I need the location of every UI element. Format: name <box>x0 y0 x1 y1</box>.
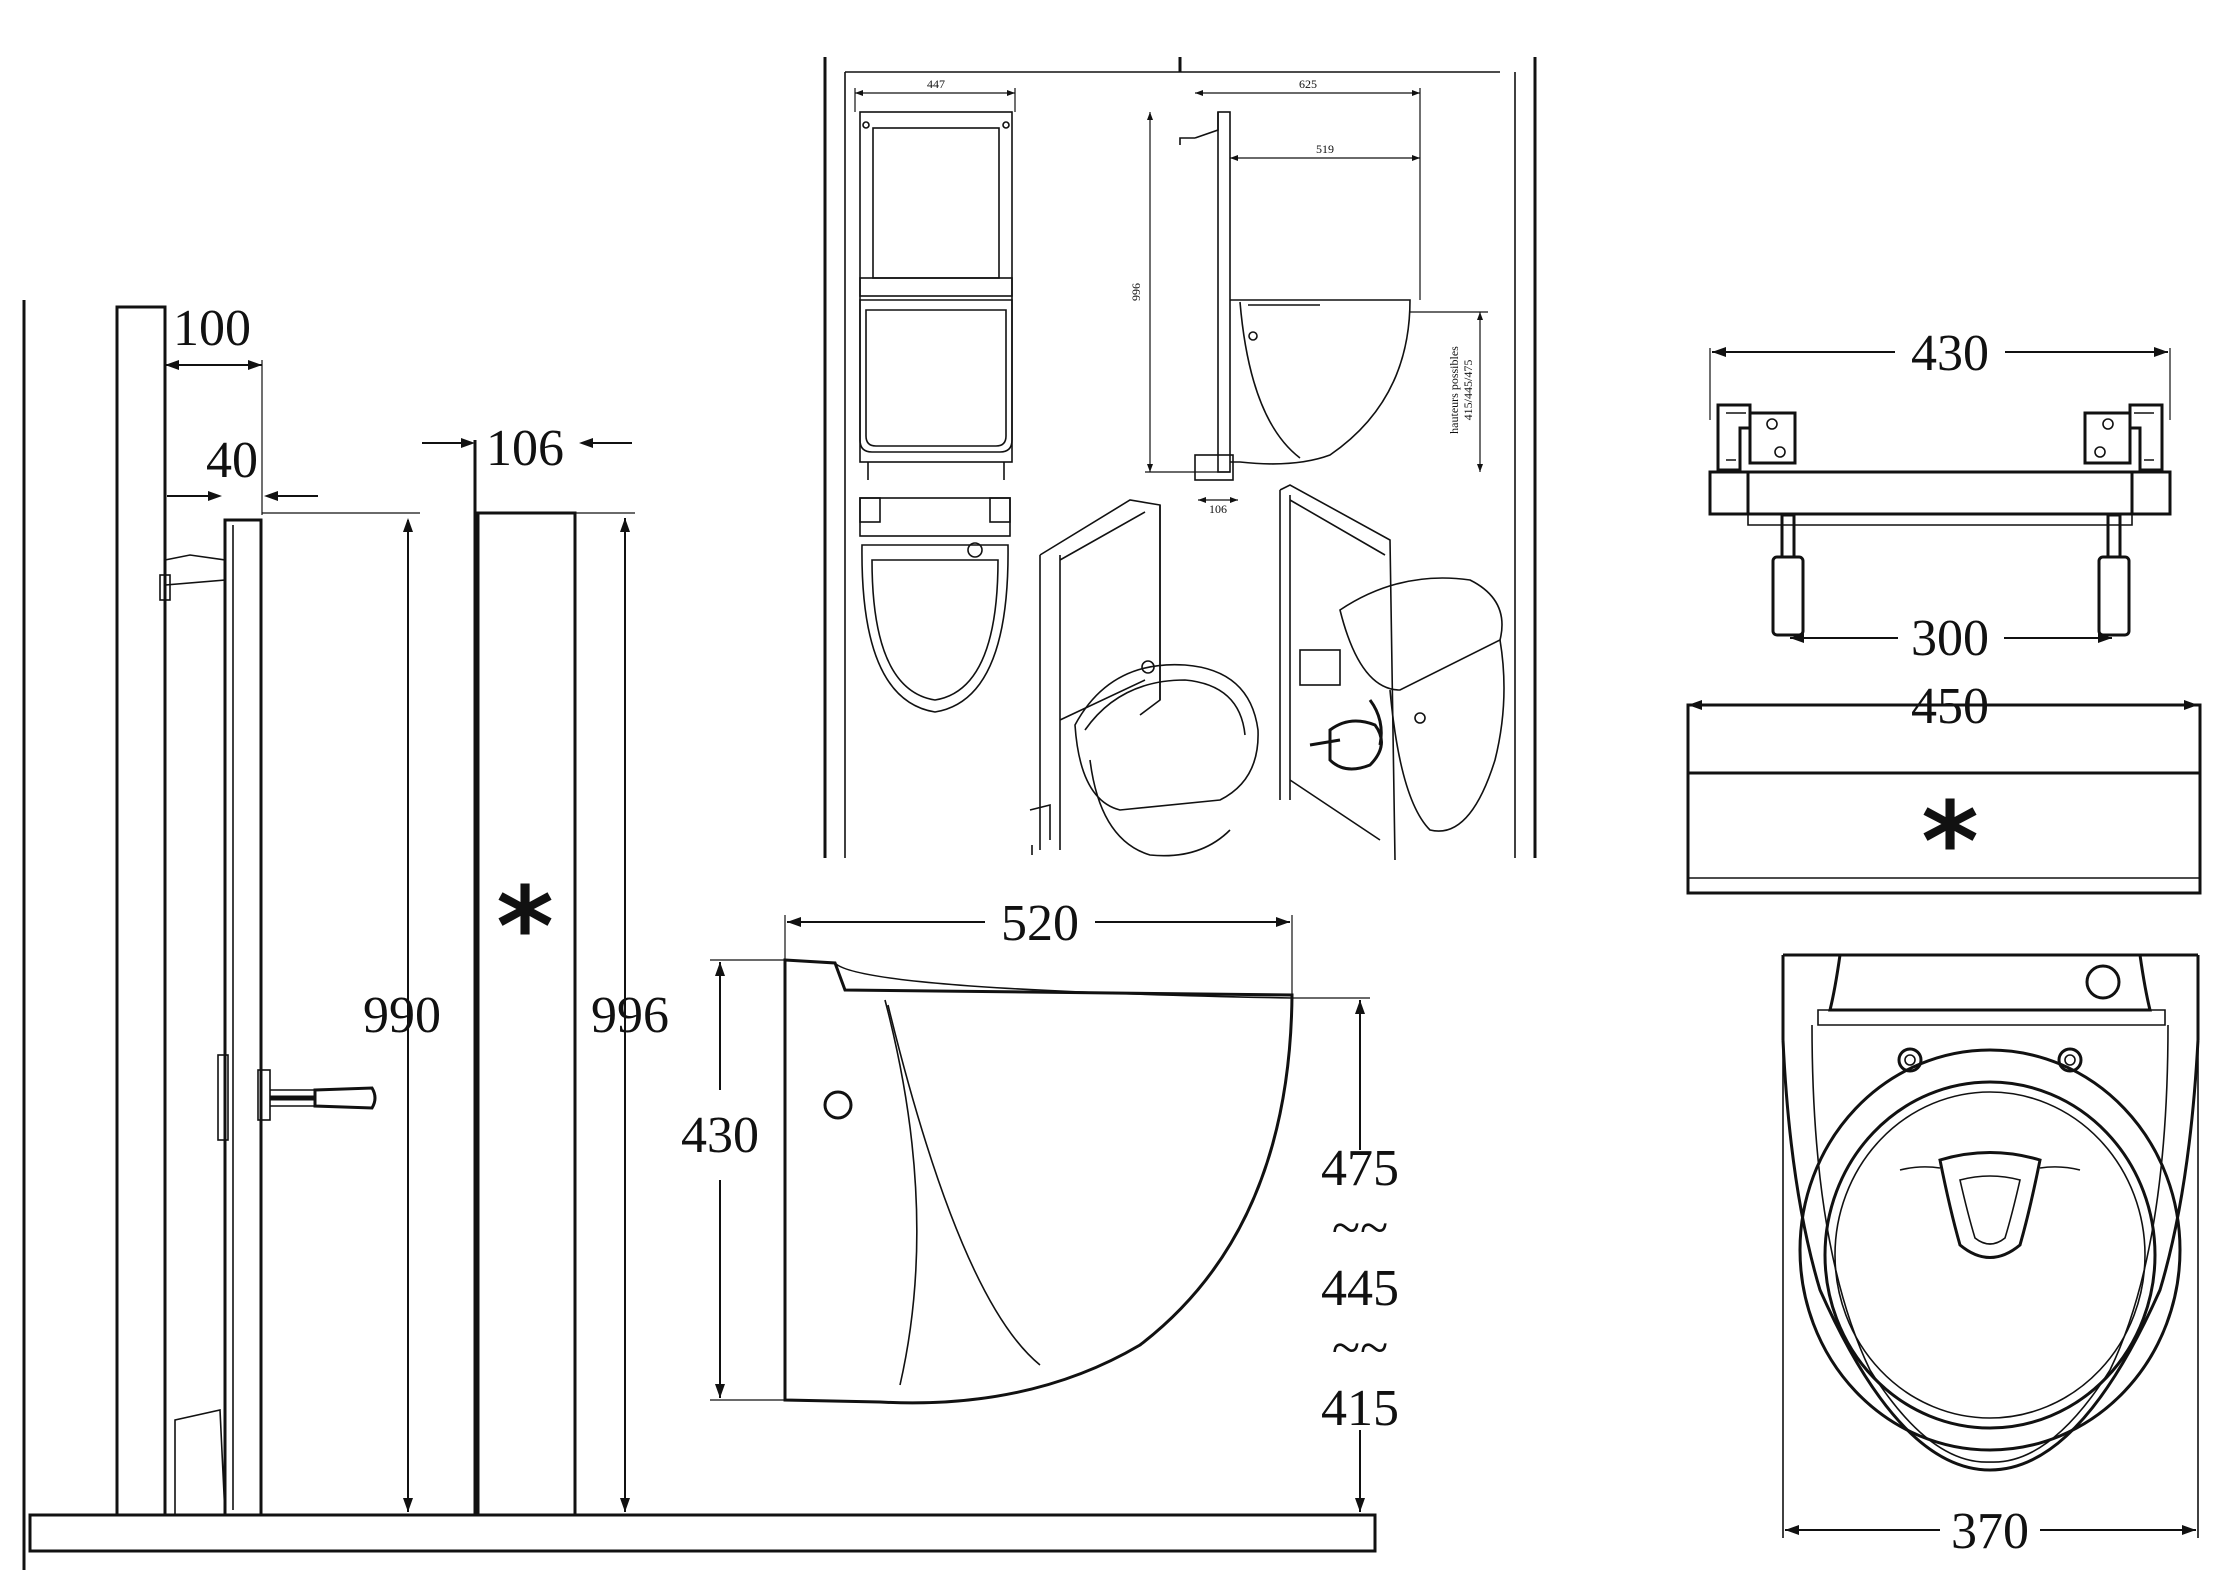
sheet-dim-625: 625 <box>1299 77 1317 91</box>
marker-asterisk-top: * <box>1921 778 1979 906</box>
dim-106: 106 <box>486 420 564 477</box>
top-bracket <box>164 554 226 586</box>
dim-990: 990 <box>363 987 441 1044</box>
stud-right <box>2097 513 2131 637</box>
sheet-dim-447: 447 <box>927 77 945 91</box>
height-415: 415 <box>1321 1380 1399 1437</box>
marker-asterisk-side: * <box>496 863 554 991</box>
stud-left <box>1771 513 1805 637</box>
sheet-top-view <box>859 497 1011 713</box>
front-panel <box>476 511 577 1517</box>
sheet-dim-106: 106 <box>1209 502 1227 516</box>
dim-430-width: 430 <box>1911 325 1989 382</box>
bowl-side-profile: 520 430 475 ~~ 445 ~~ 415 <box>681 895 1399 1512</box>
bowl-outer <box>1781 1039 2200 1472</box>
side-view: * 100 40 106 990 996 <box>22 300 1377 1570</box>
height-475: 475 <box>1321 1140 1399 1197</box>
sheet-front-view <box>854 88 1016 480</box>
wall <box>115 305 167 1517</box>
bowl-top-view: 370 <box>1781 953 2200 1560</box>
dim-996: 996 <box>591 987 669 1044</box>
sheet-side-view <box>1145 88 1488 503</box>
product-sheet: 447 625 519 996 106 haut <box>823 57 1537 861</box>
range-sep-1: ~~ <box>1332 1200 1388 1257</box>
range-sep-2: ~~ <box>1332 1320 1388 1377</box>
frame-top-view: 430 300 <box>1708 325 2172 667</box>
sheet-dim-519: 519 <box>1316 142 1334 156</box>
dim-520: 520 <box>1001 895 1079 952</box>
dim-100: 100 <box>173 300 251 357</box>
bowl-outline <box>783 958 1294 1405</box>
mounting-bolt <box>217 1054 377 1141</box>
sheet-iso-right <box>1279 484 1505 861</box>
seat-ring-inner <box>1823 1080 2157 1430</box>
panel-top-view: 450 * <box>1686 678 2202 906</box>
sheet-note-values: 415/445/475 <box>1461 360 1475 421</box>
dim-300: 300 <box>1911 610 1989 667</box>
dim-430-height: 430 <box>681 1107 759 1164</box>
frame-foot <box>174 1409 226 1516</box>
frame-rail <box>1708 470 2172 516</box>
flush-button <box>2085 964 2121 1000</box>
flush-outlet <box>1938 1151 2042 1259</box>
floor <box>28 1513 1377 1553</box>
dim-40: 40 <box>206 432 258 489</box>
panel-top <box>1686 703 2202 895</box>
frame-profile <box>223 518 263 1517</box>
sheet-iso-left <box>1029 499 1259 857</box>
sheet-dim-996: 996 <box>1129 283 1143 301</box>
height-445: 445 <box>1321 1260 1399 1317</box>
seat-ring-outer <box>1798 1048 2182 1452</box>
dim-370: 370 <box>1951 1503 2029 1560</box>
sheet-note-title: hauteurs possibles <box>1447 346 1461 434</box>
